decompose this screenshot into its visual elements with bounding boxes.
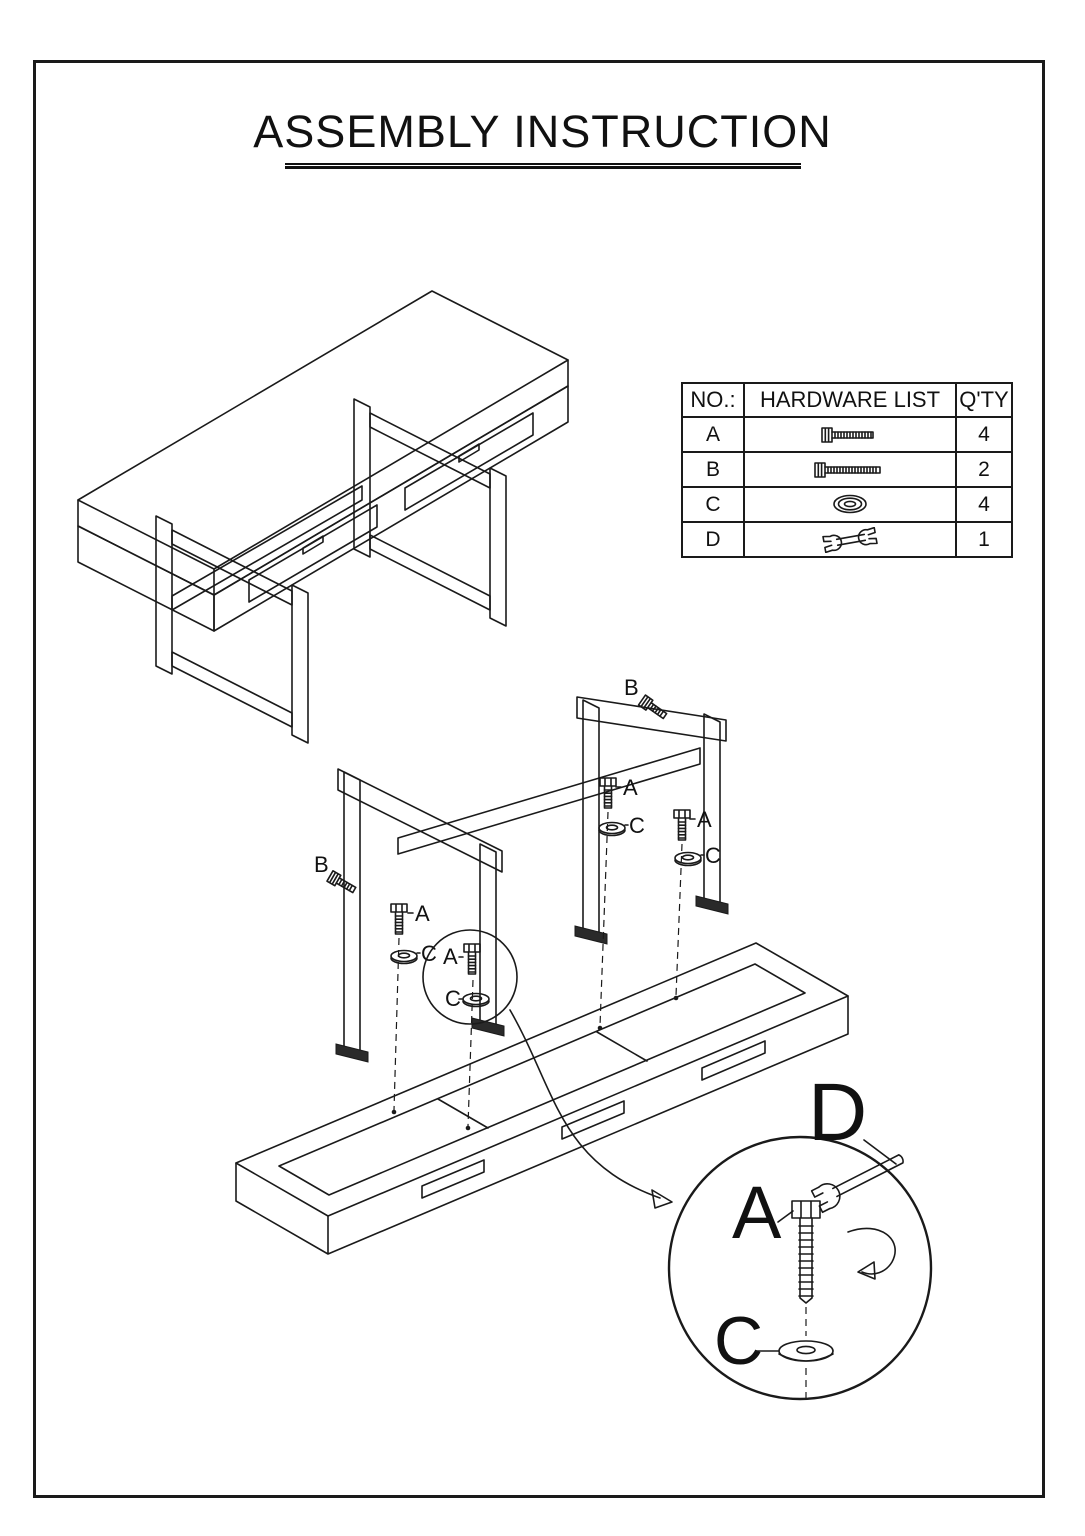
detail-circle: D A C [667,1067,933,1404]
callout-a-label: A [697,807,712,832]
washer-icon [390,949,418,965]
callout-c-label: C [629,813,645,838]
hardware-table: NO.: HARDWARE LIST Q'TY A 4 B [681,382,1013,558]
header-hardware: HARDWARE LIST [743,382,957,418]
row-d-no: D [681,521,745,558]
header-qty: Q'TY [955,382,1013,418]
table-row: D 1 [681,521,1013,558]
page-border [33,60,1045,1498]
detail-source-circle [422,929,518,1025]
row-b-qty: 2 [955,451,1013,488]
header-no: NO.: [681,382,745,418]
callout-a-label: A [415,901,430,926]
row-a-no: A [681,416,745,453]
callout-c-label: C [705,843,721,868]
washer-icon [462,992,490,1008]
table-row: A 4 [681,416,1013,453]
detail-arrow [509,1009,673,1209]
hardware-table-header: NO.: HARDWARE LIST Q'TY [681,382,1013,418]
hex-bolt-icon [390,903,408,935]
assembled-desk-drawing [77,290,569,744]
page-title: ASSEMBLY INSTRUCTION [253,106,832,157]
title-underline [284,163,801,169]
title-block: ASSEMBLY INSTRUCTION [0,106,1085,169]
table-row: C 4 [681,486,1013,523]
washer-icon [598,821,626,837]
hex-bolt-short-icon [821,426,874,443]
washer-icon [778,1340,834,1362]
hex-bolt-icon [326,870,359,896]
washer-icon [674,851,702,867]
callout-a-label: A [623,775,638,800]
callout-d-label: D [808,1067,867,1158]
washer-icon [833,494,867,513]
row-c-no: C [681,486,745,523]
table-row: B 2 [681,451,1013,488]
wrench-icon [810,1154,904,1214]
wrench-icon [822,526,878,553]
row-a-qty: 4 [955,416,1013,453]
row-d-qty: 1 [955,521,1013,558]
callout-a-label: A [732,1171,782,1254]
callout-b-label: B [624,675,639,700]
rotation-arrow-icon [847,1227,896,1280]
hex-bolt-icon [673,809,691,841]
callout-a-label: A [443,944,458,969]
exploded-view-drawing: B B A C A C A [235,675,849,1255]
hex-bolt-icon [791,1200,821,1304]
row-b-no: B [681,451,745,488]
callout-c-label: C [445,986,461,1011]
callout-c-label: C [714,1303,763,1379]
hex-bolt-long-icon [814,461,881,478]
callout-b-label: B [314,852,329,877]
row-c-qty: 4 [955,486,1013,523]
hex-bolt-icon [463,943,481,975]
